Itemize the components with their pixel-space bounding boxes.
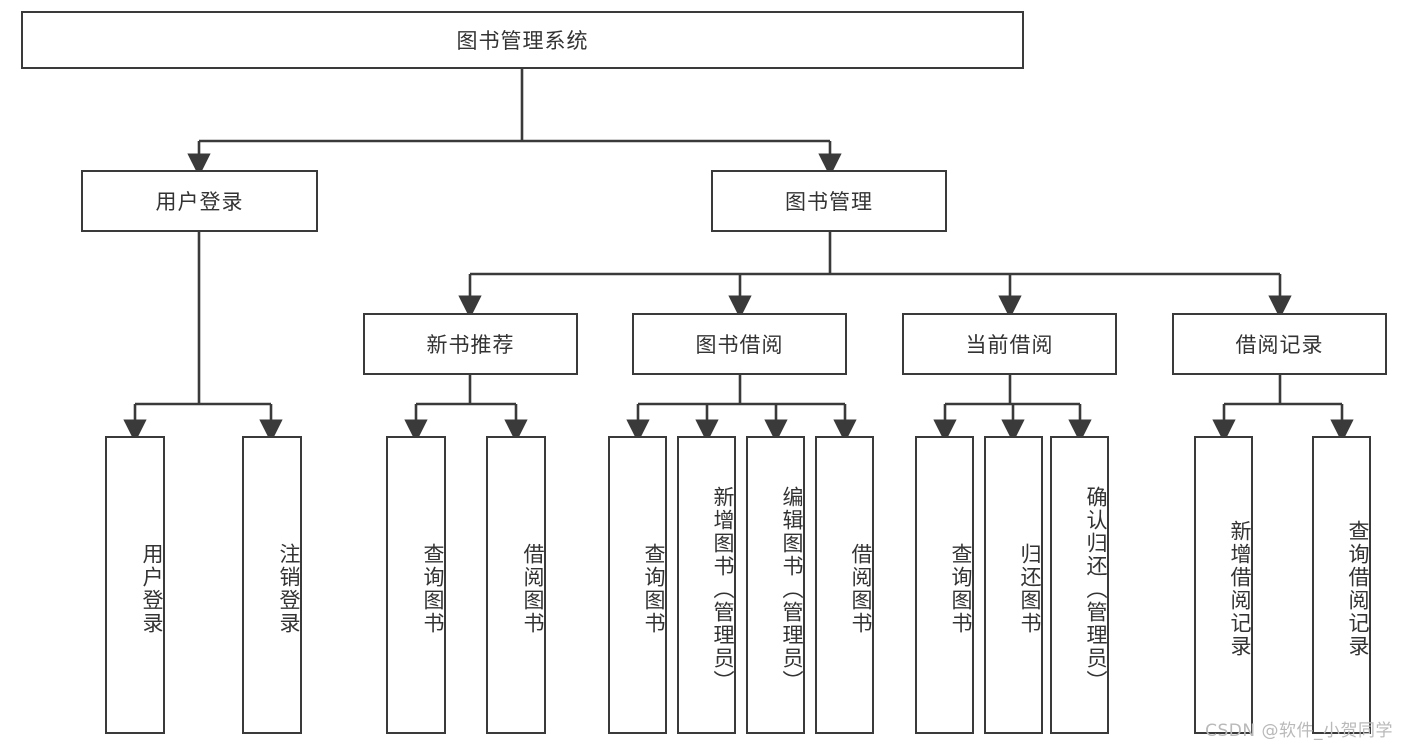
node-root[interactable]: 图书管理系统 xyxy=(21,11,1024,69)
node-label: 编辑图书（管理员） xyxy=(780,485,804,693)
node-label: 当前借阅 xyxy=(965,333,1054,357)
node-label: 查询借阅记录 xyxy=(1346,520,1370,658)
node-label: 图书借阅 xyxy=(695,333,784,357)
node-label: 图书管理系统 xyxy=(456,29,589,53)
node-label: 用户登录 xyxy=(140,543,164,635)
node-leaf-query-book-1[interactable]: 查询图书 xyxy=(386,436,446,734)
node-leaf-edit-book[interactable]: 编辑图书（管理员） xyxy=(746,436,805,734)
node-book-manage[interactable]: 图书管理 xyxy=(711,170,947,232)
node-leaf-query-book-2[interactable]: 查询图书 xyxy=(608,436,667,734)
node-label: 注销登录 xyxy=(277,543,301,635)
node-leaf-borrow-book-2[interactable]: 借阅图书 xyxy=(815,436,874,734)
node-label: 用户登录 xyxy=(155,190,244,214)
node-leaf-add-book[interactable]: 新增图书（管理员） xyxy=(677,436,736,734)
node-user-login[interactable]: 用户登录 xyxy=(81,170,318,232)
node-label: 借阅图书 xyxy=(849,543,873,635)
node-label: 借阅记录 xyxy=(1235,333,1324,357)
node-new-book-rec[interactable]: 新书推荐 xyxy=(363,313,578,375)
node-label: 图书管理 xyxy=(785,190,873,214)
node-leaf-query-record[interactable]: 查询借阅记录 xyxy=(1312,436,1371,734)
node-label: 查询图书 xyxy=(642,543,666,635)
node-leaf-user-login[interactable]: 用户登录 xyxy=(105,436,165,734)
node-leaf-return-book[interactable]: 归还图书 xyxy=(984,436,1043,734)
node-book-borrow[interactable]: 图书借阅 xyxy=(632,313,847,375)
node-label: 新增借阅记录 xyxy=(1228,520,1252,658)
node-leaf-confirm-return[interactable]: 确认归还（管理员） xyxy=(1050,436,1109,734)
node-leaf-query-book-3[interactable]: 查询图书 xyxy=(915,436,974,734)
node-leaf-add-record[interactable]: 新增借阅记录 xyxy=(1194,436,1253,734)
node-label: 新书推荐 xyxy=(426,333,515,357)
node-label: 确认归还（管理员） xyxy=(1084,485,1108,693)
node-label: 查询图书 xyxy=(421,543,445,635)
node-borrow-record[interactable]: 借阅记录 xyxy=(1172,313,1387,375)
node-label: 新增图书（管理员） xyxy=(711,485,735,693)
node-leaf-logout[interactable]: 注销登录 xyxy=(242,436,302,734)
watermark: CSDN @软件_小贺同学 xyxy=(1205,721,1393,741)
node-leaf-borrow-book-1[interactable]: 借阅图书 xyxy=(486,436,546,734)
node-current-borrow[interactable]: 当前借阅 xyxy=(902,313,1117,375)
node-label: 借阅图书 xyxy=(521,543,545,635)
node-label: 归还图书 xyxy=(1018,543,1042,635)
node-label: 查询图书 xyxy=(949,543,973,635)
